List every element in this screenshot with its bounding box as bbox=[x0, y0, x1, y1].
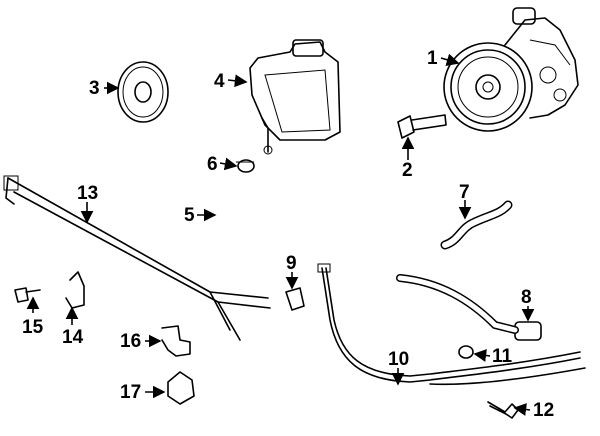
callout-12: 12 bbox=[533, 400, 555, 421]
callout-15: 15 bbox=[22, 317, 44, 338]
mounting-bolt bbox=[487, 401, 519, 419]
callout-13: 13 bbox=[77, 183, 99, 204]
small-bolt bbox=[14, 287, 41, 303]
o-ring bbox=[458, 345, 474, 359]
callout-14: 14 bbox=[62, 327, 84, 348]
callout-2: 2 bbox=[402, 160, 413, 181]
callout-5: 6 bbox=[207, 154, 218, 175]
callout-6: 5 bbox=[184, 205, 195, 226]
hose-connector bbox=[396, 274, 542, 341]
callout-7: 7 bbox=[459, 182, 470, 203]
callout-10: 10 bbox=[388, 349, 410, 370]
leader-arrows bbox=[26, 53, 535, 416]
callout-11: 11 bbox=[492, 346, 513, 367]
bracket bbox=[65, 271, 85, 309]
cooler-pipe bbox=[3, 175, 271, 341]
line-clip bbox=[167, 371, 195, 405]
line-fitting bbox=[285, 287, 305, 311]
pump-bolt bbox=[397, 114, 447, 139]
line-clamp bbox=[161, 325, 191, 357]
power-steering-pump bbox=[443, 7, 579, 132]
callout-3: 3 bbox=[89, 78, 100, 99]
callout-8: 8 bbox=[521, 287, 532, 308]
callout-17: 17 bbox=[120, 382, 142, 403]
callout-1: 1 bbox=[427, 48, 438, 69]
hose-clamp bbox=[236, 159, 255, 173]
fluid-reservoir bbox=[249, 39, 341, 155]
callout-16: 16 bbox=[120, 331, 142, 352]
pulley bbox=[117, 61, 169, 123]
pressure-hose bbox=[317, 263, 586, 386]
callout-9: 9 bbox=[286, 253, 297, 274]
reservoir-hose bbox=[211, 195, 239, 265]
return-hose bbox=[440, 200, 513, 250]
callout-4: 4 bbox=[214, 71, 225, 92]
